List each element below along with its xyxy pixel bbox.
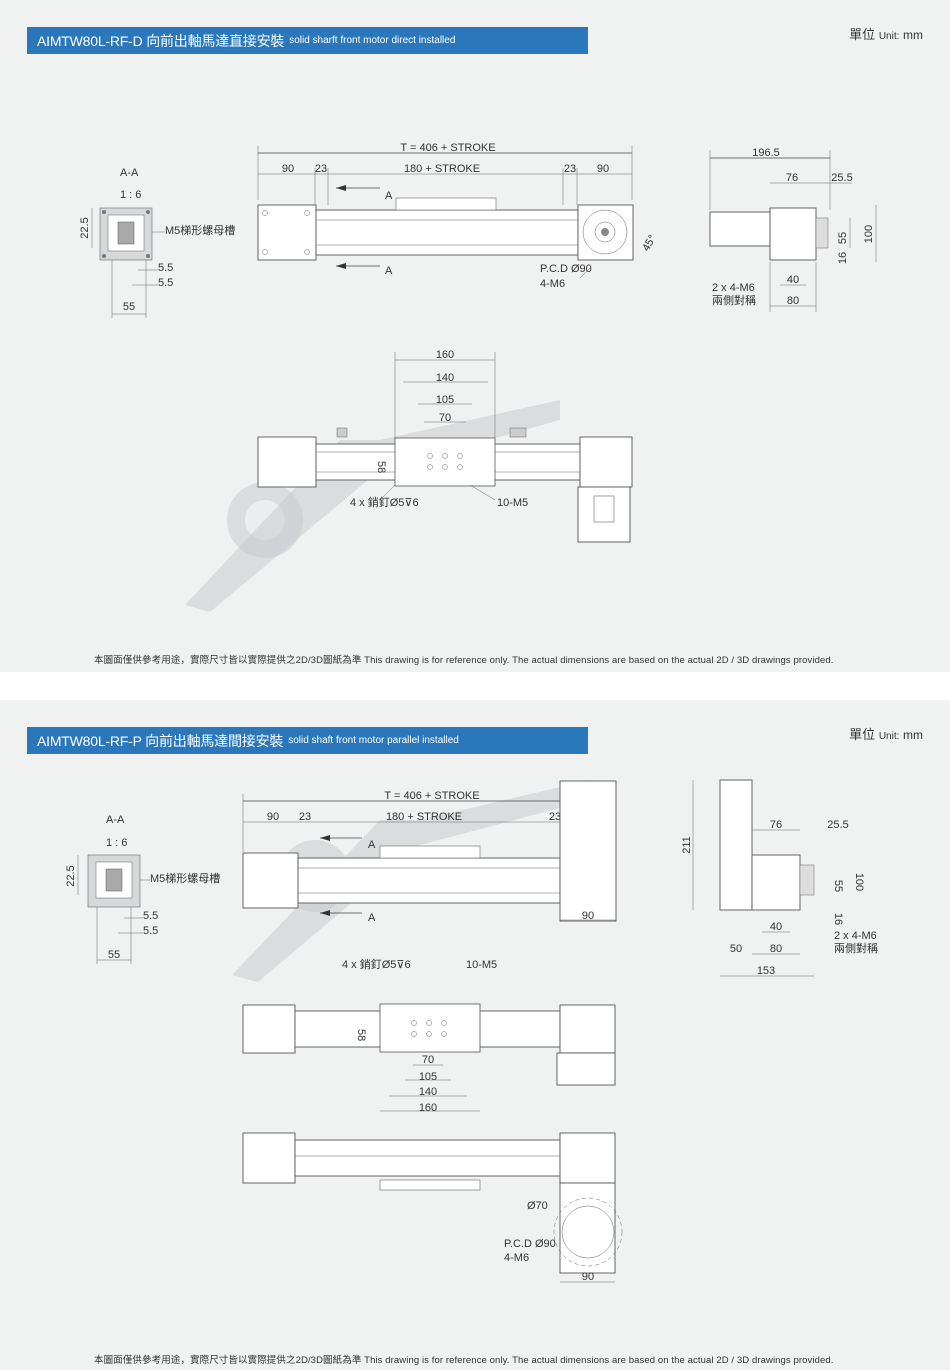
svg-text:140: 140 — [436, 372, 454, 384]
svg-text:A-A: A-A — [106, 814, 125, 826]
svg-text:5.5: 5.5 — [143, 925, 158, 937]
svg-text:5.5: 5.5 — [143, 910, 158, 922]
svg-text:P.C.D Ø90: P.C.D Ø90 — [540, 263, 592, 275]
section-title: AIMTW80L-RF-D 向前出軸馬達直接安裝 — [37, 32, 285, 49]
svg-text:23: 23 — [315, 163, 327, 175]
svg-text:70: 70 — [439, 412, 451, 424]
svg-text:A: A — [385, 265, 393, 277]
svg-text:10-M5: 10-M5 — [466, 959, 497, 971]
svg-text:10-M5: 10-M5 — [497, 497, 528, 509]
section-scale: 1 : 6 — [120, 189, 141, 201]
svg-text:76: 76 — [770, 819, 782, 831]
svg-text:4-M6: 4-M6 — [504, 1252, 529, 1264]
svg-text:兩側對稱: 兩側對稱 — [712, 293, 756, 307]
svg-text:2 x 4-M6: 2 x 4-M6 — [834, 930, 877, 942]
svg-text:58: 58 — [355, 1029, 367, 1041]
svg-text:153: 153 — [757, 965, 775, 977]
section-a-a-view: A-A 1 : 6 22.5 M5梯形螺母槽 5.5 5.5 55 — [79, 167, 235, 318]
svg-text:90: 90 — [597, 163, 609, 175]
svg-text:180 + STROKE: 180 + STROKE — [404, 163, 480, 175]
section-subtitle: solid sharft front motor direct installe… — [289, 35, 456, 46]
technical-drawing-rf-p: A-A 1 : 6 22.5 M5梯形螺母槽 5.5 5.5 55 T = 40… — [65, 779, 878, 1283]
svg-text:23: 23 — [299, 811, 311, 823]
section-subtitle: solid shaft front motor parallel install… — [288, 735, 459, 746]
svg-text:4 x 銷釘Ø5⊽6: 4 x 銷釘Ø5⊽6 — [342, 957, 411, 971]
svg-text:58: 58 — [375, 461, 387, 473]
svg-text:4-M6: 4-M6 — [540, 278, 565, 290]
svg-text:55: 55 — [123, 301, 135, 313]
section-title-bar: AIMTW80L-RF-D 向前出軸馬達直接安裝 solid sharft fr… — [27, 27, 588, 54]
svg-text:23: 23 — [564, 163, 576, 175]
svg-text:140: 140 — [419, 1086, 437, 1098]
svg-text:25.5: 25.5 — [831, 172, 852, 184]
svg-text:4 x 銷釘Ø5⊽6: 4 x 銷釘Ø5⊽6 — [350, 495, 419, 509]
svg-text:100: 100 — [863, 225, 875, 243]
svg-text:T = 406 + STROKE: T = 406 + STROKE — [400, 142, 495, 154]
svg-text:5.5: 5.5 — [158, 277, 173, 289]
svg-text:55: 55 — [832, 880, 844, 892]
svg-text:40: 40 — [787, 274, 799, 286]
svg-text:1 : 6: 1 : 6 — [106, 837, 127, 849]
section-label: A-A — [120, 167, 139, 179]
svg-text:100: 100 — [853, 873, 865, 891]
svg-text:40: 40 — [770, 921, 782, 933]
svg-text:70: 70 — [422, 1054, 434, 1066]
svg-text:22.5: 22.5 — [79, 217, 91, 238]
svg-text:180 + STROKE: 180 + STROKE — [386, 811, 462, 823]
disclaimer-footer: 本圖面僅供參考用途，實際尺寸皆以實際提供之2D/3D圖紙為準 This draw… — [94, 655, 834, 666]
svg-text:A: A — [385, 190, 393, 202]
unit-label: 單位 Unit: mm — [849, 727, 923, 742]
svg-text:16: 16 — [837, 252, 849, 264]
svg-text:90: 90 — [582, 1271, 594, 1283]
svg-text:P.C.D Ø90: P.C.D Ø90 — [504, 1238, 556, 1250]
svg-text:90: 90 — [282, 163, 294, 175]
svg-text:80: 80 — [787, 295, 799, 307]
svg-text:A: A — [368, 839, 376, 851]
svg-text:160: 160 — [419, 1102, 437, 1114]
svg-text:兩側對稱: 兩側對稱 — [834, 941, 878, 955]
top-view: 4 x 銷釘Ø5⊽6 10-M5 58 70 105 140 160 — [242, 957, 616, 1114]
svg-text:105: 105 — [436, 394, 454, 406]
section-title: AIMTW80L-RF-P 向前出軸馬達間接安裝 — [37, 732, 284, 749]
svg-text:23: 23 — [549, 811, 561, 823]
svg-text:55: 55 — [108, 949, 120, 961]
svg-text:A: A — [368, 912, 376, 924]
svg-text:16: 16 — [832, 913, 844, 925]
svg-text:25.5: 25.5 — [827, 819, 848, 831]
svg-text:90: 90 — [582, 910, 594, 922]
front-view: T = 406 + STROKE 90 23 180 + STROKE 23 A… — [242, 780, 617, 924]
svg-text:Ø70: Ø70 — [527, 1200, 548, 1212]
svg-text:55: 55 — [837, 232, 849, 244]
unit-label: 單位 Unit: mm — [849, 27, 923, 42]
disclaimer-footer: 本圖面僅供參考用途，實際尺寸皆以實際提供之2D/3D圖紙為準 This draw… — [94, 1355, 834, 1366]
svg-text:T = 406 + STROKE: T = 406 + STROKE — [384, 790, 479, 802]
section-title-bar: AIMTW80L-RF-P 向前出軸馬達間接安裝 solid shaft fro… — [27, 727, 588, 754]
svg-text:160: 160 — [436, 349, 454, 361]
bottom-view: Ø70 P.C.D Ø90 4-M6 90 — [242, 1132, 623, 1283]
front-view: T = 406 + STROKE 90 23 180 + STROKE 23 9… — [257, 142, 659, 290]
svg-text:M5梯形螺母槽: M5梯形螺母槽 — [150, 872, 220, 885]
svg-text:105: 105 — [419, 1071, 437, 1083]
svg-text:45°: 45° — [640, 233, 659, 253]
side-view: 211 76 25.5 55 100 16 40 50 80 153 2 x 4… — [681, 779, 878, 977]
drawing-panel-rf-d: AIMTW80L-RF-D 向前出軸馬達直接安裝 solid sharft fr… — [0, 0, 950, 672]
svg-text:211: 211 — [681, 836, 693, 854]
svg-text:22.5: 22.5 — [65, 865, 77, 886]
section-a-a-view: A-A 1 : 6 22.5 M5梯形螺母槽 5.5 5.5 55 — [65, 814, 220, 964]
svg-text:76: 76 — [786, 172, 798, 184]
drawing-panel-rf-p: AIMTW80L-RF-P 向前出軸馬達間接安裝 solid shaft fro… — [0, 700, 950, 1370]
svg-text:50: 50 — [730, 943, 742, 955]
svg-text:80: 80 — [770, 943, 782, 955]
panel-separator — [0, 672, 950, 700]
top-view: 160 140 105 70 58 4 x 銷釘Ø5⊽6 1 — [257, 349, 633, 543]
svg-text:M5梯形螺母槽: M5梯形螺母槽 — [165, 224, 235, 237]
svg-text:5.5: 5.5 — [158, 262, 173, 274]
svg-text:90: 90 — [267, 811, 279, 823]
technical-drawing-rf-d: A-A 1 : 6 22.5 M5梯形螺母槽 5.5 5.5 55 T = — [79, 142, 877, 612]
watermark-logo — [185, 400, 560, 612]
svg-text:2 x 4-M6: 2 x 4-M6 — [712, 282, 755, 294]
svg-text:196.5: 196.5 — [752, 147, 780, 159]
side-view: 196.5 76 25.5 55 100 16 40 80 2 x 4-M6 兩… — [709, 147, 877, 312]
